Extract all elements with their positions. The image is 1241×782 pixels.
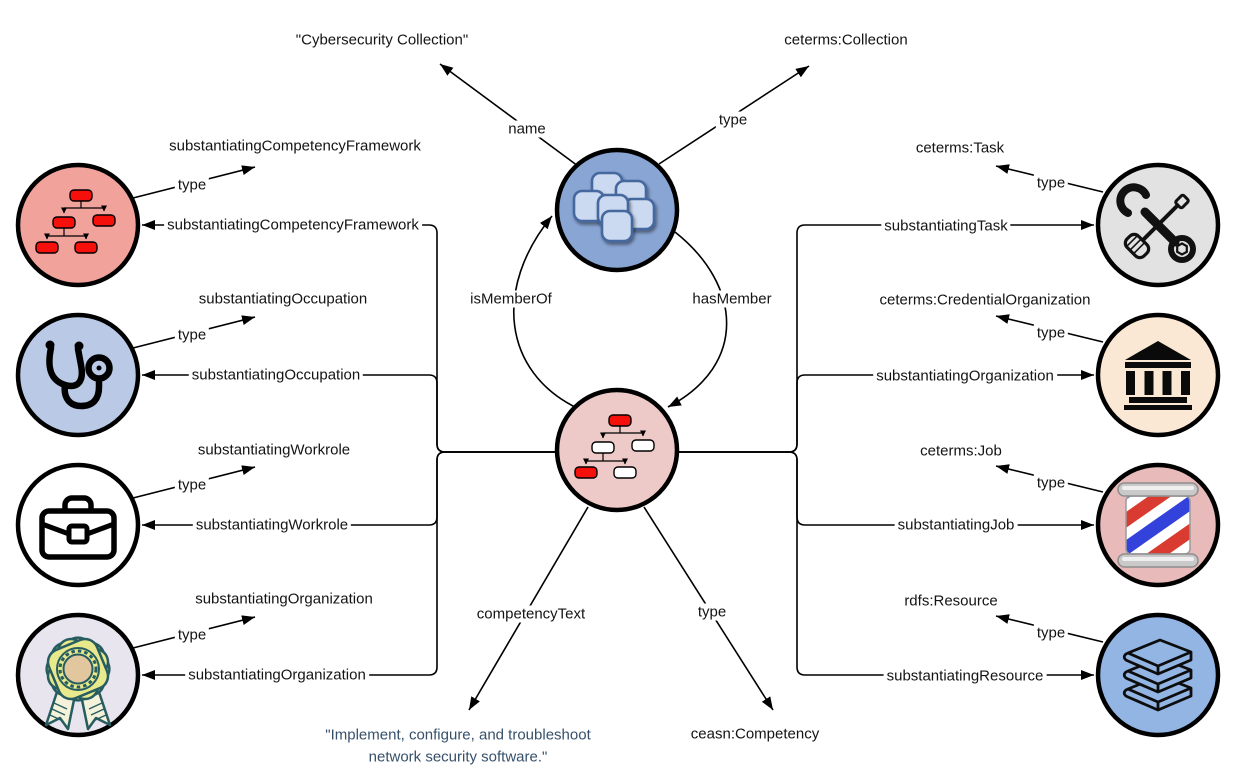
substantiating-job-edge-label: substantiatingJob <box>894 516 1018 534</box>
resource-type-value: rdfs:Resource <box>904 592 998 610</box>
organization-left-type-edge-label: type <box>174 626 210 644</box>
edge-substantiating-task <box>677 220 1094 453</box>
substantiating-task-edge-label: substantiatingTask <box>881 217 1011 235</box>
organization-left-type-value: substantiatingOrganization <box>195 590 373 608</box>
substantiating-workrole-edge-label: substantiatingWorkrole <box>192 516 352 534</box>
substantiating-organization-left-edge-label: substantiatingOrganization <box>185 666 369 684</box>
task-node[interactable] <box>1095 162 1221 288</box>
workrole-type-value: substantiatingWorkrole <box>197 441 351 459</box>
workrole-node[interactable] <box>15 462 141 588</box>
credential-org-type-value: ceterms:CredentialOrganization <box>879 291 1091 309</box>
competency-tree-icon <box>574 414 655 479</box>
is-member-of-label: isMemberOf <box>467 290 555 308</box>
edge-substantiating-organization-right <box>677 370 1094 453</box>
occupation-node[interactable] <box>15 312 141 438</box>
books-icon <box>1122 638 1193 712</box>
resource-node[interactable] <box>1095 612 1221 738</box>
stethoscope-icon <box>45 340 113 410</box>
edge-substantiating-job <box>677 451 1094 530</box>
competency-type-value: ceasn:Competency <box>690 725 820 743</box>
framework-node[interactable] <box>15 162 141 288</box>
task-type-value: ceterms:Task <box>915 139 1005 157</box>
competency-text-value-line1: "Implement, configure, and troubleshoot <box>325 726 591 744</box>
collection-node[interactable] <box>554 147 680 273</box>
barber-pole-icon <box>1117 482 1199 568</box>
competency-text-value-line2: network security software." <box>368 748 548 766</box>
framework-type-value: substantiatingCompetencyFramework <box>169 137 421 155</box>
job-node[interactable] <box>1083 451 1233 600</box>
edge-name <box>439 63 579 167</box>
collection-type-edge-label: type <box>715 111 751 129</box>
collection-stack-icon <box>572 171 656 243</box>
framework-type-edge-label: type <box>174 176 210 194</box>
occupation-type-edge-label: type <box>174 326 210 344</box>
edge-substantiating-occupation <box>142 370 557 453</box>
name-edge-label: name <box>505 120 549 138</box>
credential-organization-node[interactable] <box>1095 312 1221 438</box>
briefcase-icon <box>39 495 117 560</box>
task-type-edge-label: type <box>1033 174 1069 192</box>
award-rosette-icon <box>44 636 112 731</box>
edge-is-member-of <box>513 215 578 409</box>
edge-has-member <box>667 231 728 408</box>
substantiating-occupation-edge-label: substantiatingOccupation <box>188 366 364 384</box>
competency-text-edge-label: competencyText <box>473 605 589 623</box>
credential-org-type-edge-label: type <box>1033 324 1069 342</box>
edge-substantiating-resource <box>677 451 1094 680</box>
organization-left-node[interactable] <box>15 612 141 738</box>
competency-node[interactable] <box>554 387 680 513</box>
job-type-edge-label: type <box>1033 474 1069 492</box>
job-type-value: ceterms:Job <box>920 442 1002 460</box>
tools-icon <box>1116 183 1196 263</box>
has-member-label: hasMember <box>689 290 775 308</box>
competency-type-edge-label: type <box>694 603 730 621</box>
tree-diagram-icon <box>35 189 116 254</box>
substantiating-resource-edge-label: substantiatingResource <box>883 667 1047 685</box>
collection-type-value: ceterms:Collection <box>784 31 908 49</box>
bank-icon <box>1124 341 1192 410</box>
substantiating-framework-edge-label: substantiatingCompetencyFramework <box>164 216 422 234</box>
edge-substantiating-organization-left <box>142 451 557 680</box>
substantiating-organization-right-edge-label: substantiatingOrganization <box>873 367 1057 385</box>
workrole-type-edge-label: type <box>174 476 210 494</box>
occupation-type-value: substantiatingOccupation <box>198 290 368 308</box>
collection-name-value: "Cybersecurity Collection" <box>295 31 469 49</box>
resource-type-edge-label: type <box>1033 624 1069 642</box>
